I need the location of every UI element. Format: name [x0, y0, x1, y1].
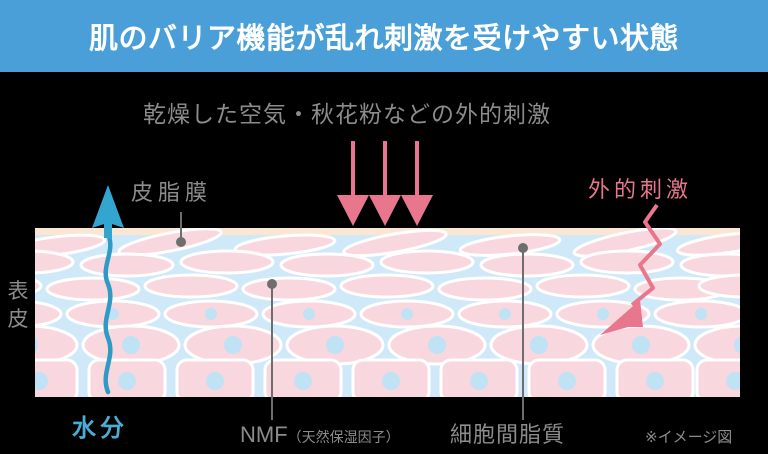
- page-title: 肌のバリア機能が乱れ刺激を受けやすい状態: [88, 23, 679, 55]
- stimulus-arrow-down-1: [337, 141, 369, 226]
- label-nmf-sub: （天然保湿因子）: [287, 429, 400, 445]
- label-external-stimulus-top: 乾燥した空気・秋花粉などの外的刺激: [143, 101, 551, 127]
- stimulus-arrow-down-2: [369, 141, 401, 226]
- label-nmf-main: NMF: [240, 422, 288, 447]
- skin-diagram: [35, 228, 740, 397]
- label-sebum-film: 皮脂膜: [131, 180, 213, 205]
- label-intercellular-lipid: 細胞間脂質: [450, 422, 566, 447]
- label-epidermis: 表皮: [7, 280, 29, 332]
- label-nmf: NMF（天然保湿因子）: [240, 424, 400, 446]
- stimulus-arrow-down-3: [401, 141, 433, 226]
- header-banner: 肌のバリア機能が乱れ刺激を受けやすい状態: [0, 0, 768, 72]
- label-moisture: 水分: [72, 415, 128, 442]
- skin-cells-svg: [35, 228, 740, 397]
- label-image-note: ※イメージ図: [645, 429, 733, 446]
- label-external-stimulus-side: 外的刺激: [588, 177, 693, 202]
